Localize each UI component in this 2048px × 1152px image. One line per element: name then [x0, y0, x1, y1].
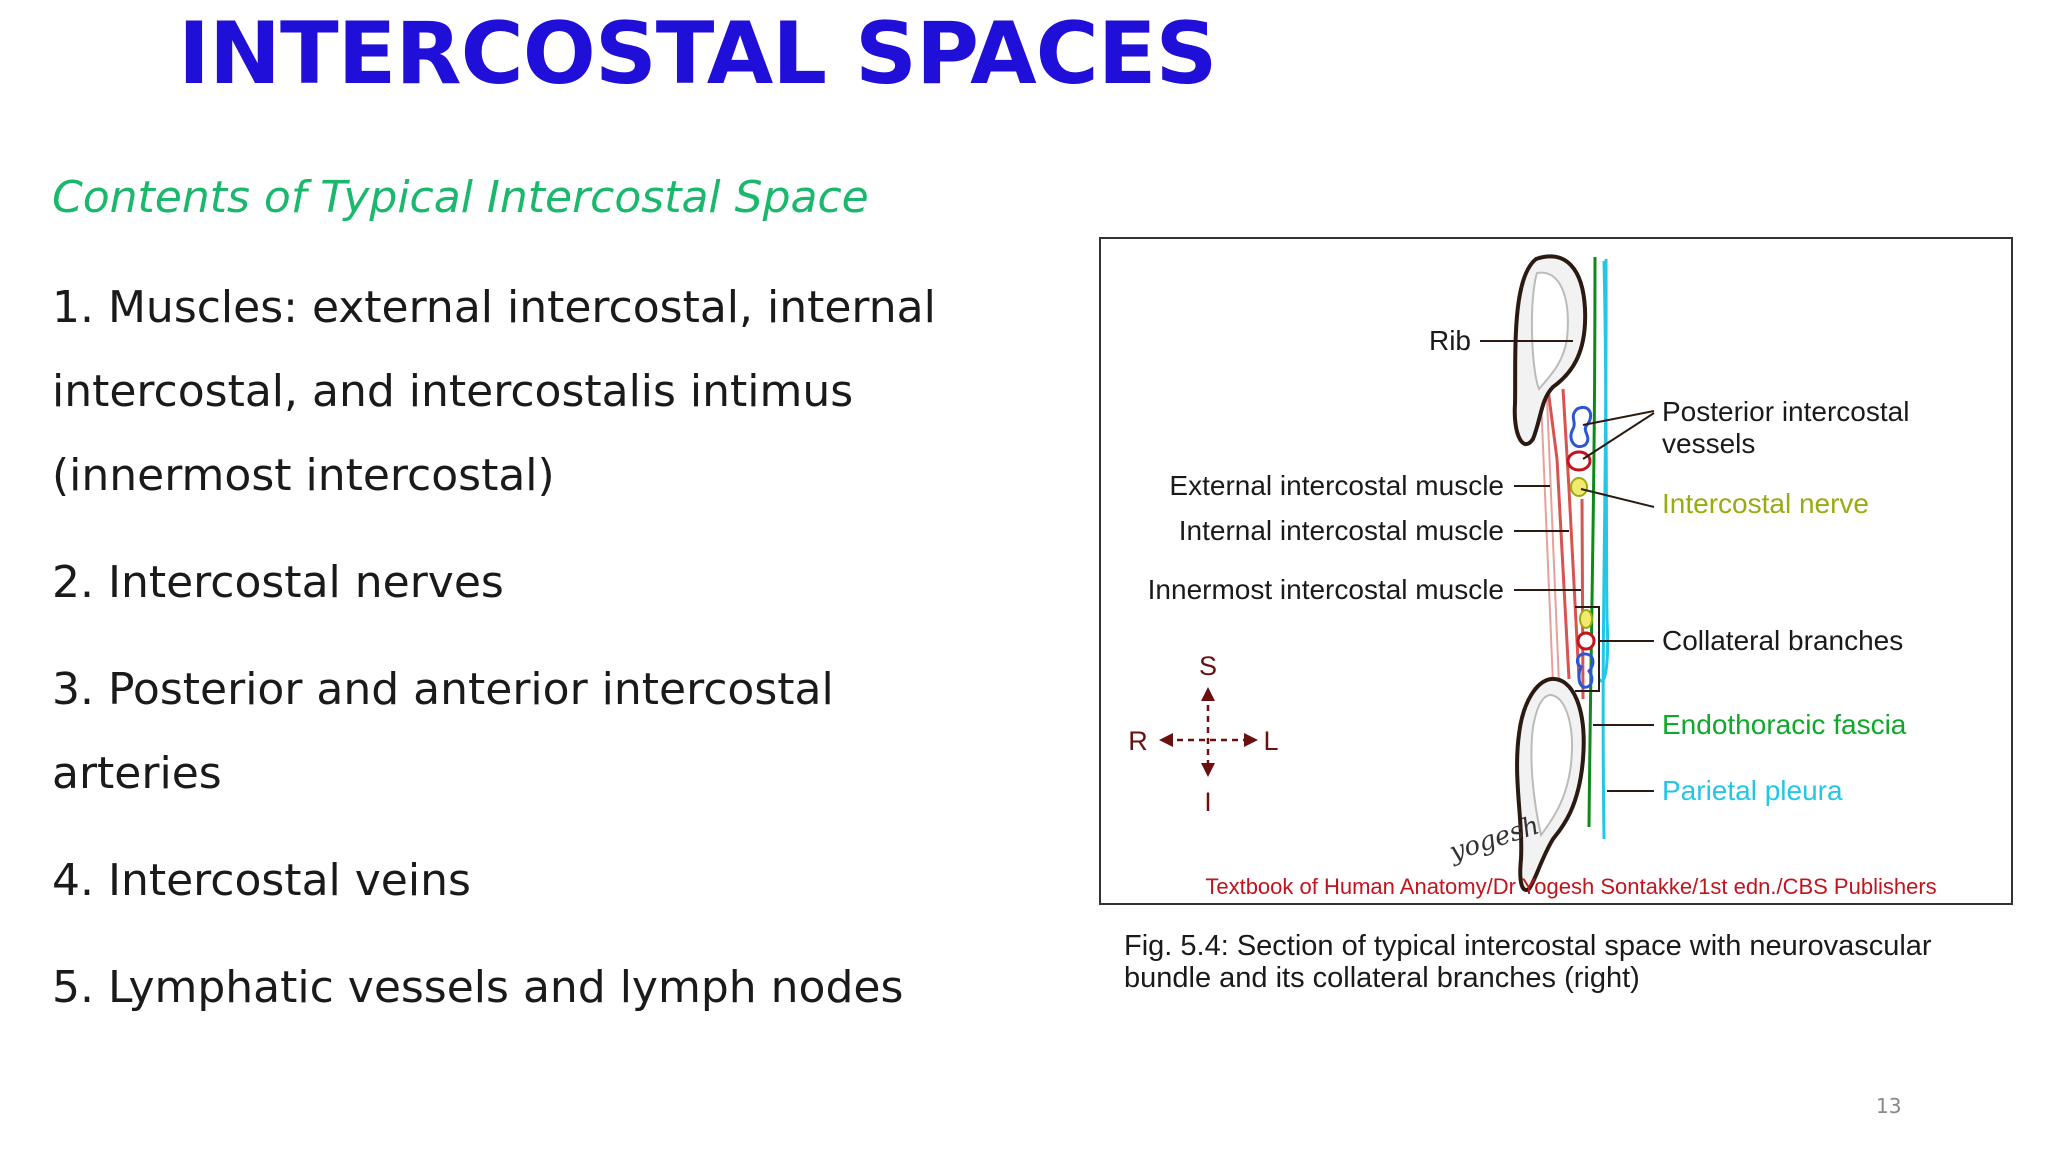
- list-item-1-line2: intercostal, and intercostalis intimus: [52, 366, 854, 417]
- posterior-intercostal-artery: [1566, 450, 1592, 472]
- list-item-3-line1: 3. Posterior and anterior intercostal: [52, 664, 834, 715]
- anatomy-figure: S R L I yogesh Rib Posterior intercostal…: [1099, 237, 2013, 905]
- internal-muscle-line: [1561, 388, 1581, 680]
- collateral-bracket: [1575, 606, 1600, 692]
- collateral-vein: [1575, 652, 1595, 689]
- compass-l: L: [1263, 726, 1278, 756]
- parietal-pleura-line-lower: [1601, 258, 1608, 840]
- external-muscle-line: [1546, 388, 1571, 680]
- compass-s: S: [1199, 651, 1217, 681]
- label-innermost-muscle: Innermost intercostal muscle: [1148, 574, 1504, 605]
- list-item-1-line3: (innermost intercostal): [52, 450, 555, 501]
- endothoracic-fascia-line: [1587, 256, 1597, 828]
- label-posterior-vessels-2: vessels: [1662, 428, 1755, 459]
- page-number: 13: [1876, 1094, 1902, 1118]
- list-item-4: 4. Intercostal veins: [52, 855, 471, 906]
- nerve-leader: [1580, 488, 1655, 508]
- figure-caption-line2: bundle and its collateral branches (righ…: [1124, 962, 1640, 994]
- label-posterior-vessels-1: Posterior intercostal: [1662, 396, 1909, 427]
- list-item-1-line1: 1. Muscles: external intercostal, intern…: [52, 282, 936, 333]
- vessels-leader-1: [1582, 410, 1655, 426]
- lower-rib-inner: [1530, 693, 1573, 838]
- label-intercostal-nerve: Intercostal nerve: [1662, 488, 1869, 519]
- slide-title: INTERCOSTAL SPACES: [178, 4, 1217, 104]
- upper-rib-inner: [1530, 271, 1569, 391]
- list-item-3-line2: arteries: [52, 748, 222, 799]
- label-collateral-branches: Collateral branches: [1662, 625, 1903, 656]
- muscle-fibers: [1540, 398, 1560, 685]
- list-item-2: 2. Intercostal nerves: [52, 557, 504, 608]
- compass-r: R: [1128, 726, 1148, 756]
- figure-caption-line1: Fig. 5.4: Section of typical intercostal…: [1124, 930, 1932, 962]
- compass-arrow-down: [1201, 763, 1215, 777]
- innermost-muscle-line: [1580, 498, 1585, 700]
- compass-arrow-up: [1201, 687, 1215, 701]
- collateral-artery: [1576, 631, 1596, 651]
- intercostal-nerve-dot: [1570, 477, 1588, 497]
- compass-i: I: [1204, 787, 1212, 817]
- label-internal-muscle: Internal intercostal muscle: [1179, 515, 1504, 546]
- label-endothoracic-fascia: Endothoracic fascia: [1662, 709, 1907, 740]
- compass-arrow-right: [1244, 733, 1258, 747]
- label-rib: Rib: [1429, 325, 1471, 356]
- figure-caption: Fig. 5.4: Section of typical intercostal…: [1124, 930, 2024, 994]
- label-parietal-pleura: Parietal pleura: [1662, 775, 1843, 806]
- collateral-nerve: [1579, 609, 1593, 629]
- label-external-muscle: External intercostal muscle: [1169, 470, 1504, 501]
- figure-source: Textbook of Human Anatomy/Dr Yogesh Sont…: [1205, 874, 1936, 899]
- slide-subtitle: Contents of Typical Intercostal Space: [52, 172, 869, 223]
- orientation-compass: S R L I: [1128, 651, 1278, 817]
- compass-arrow-left: [1159, 733, 1173, 747]
- vessels-leader-2: [1582, 412, 1655, 460]
- intercostal-diagram: S R L I yogesh Rib Posterior intercostal…: [1128, 254, 1937, 899]
- posterior-intercostal-vein: [1569, 406, 1593, 448]
- list-item-5: 5. Lymphatic vessels and lymph nodes: [52, 962, 904, 1013]
